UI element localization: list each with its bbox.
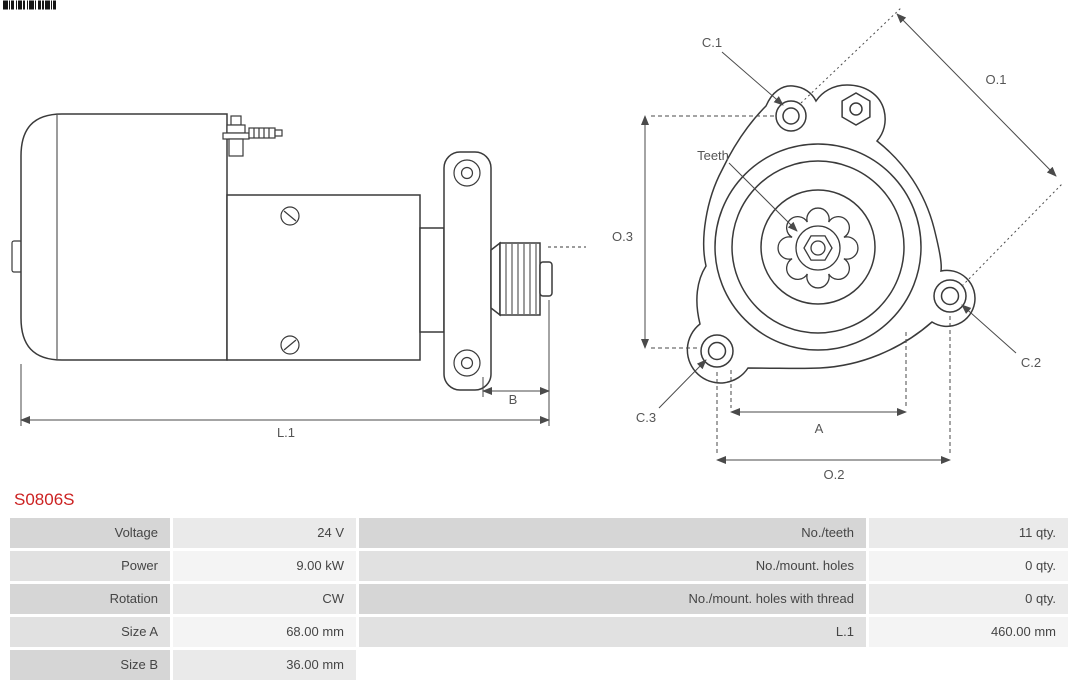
spec-value-thread-holes: 0 qty. [869,584,1068,614]
dim-label-o3: O.3 [612,229,633,244]
dim-label-c1: C.1 [702,35,722,50]
spec-cell-empty [359,650,866,680]
spec-label-size-b: Size B [10,650,170,680]
spec-label-teeth: No./teeth [359,518,866,548]
spec-label-voltage: Voltage [10,518,170,548]
terminal-studs [222,115,283,157]
dim-label-o1: O.1 [986,72,1007,87]
motor-body [20,113,228,361]
spec-label-mount-holes: No./mount. holes [359,551,866,581]
dim-label-a: A [815,421,824,436]
spec-label-l1: L.1 [359,617,866,647]
spec-value-l1: 460.00 mm [869,617,1068,647]
pinion-gear [490,241,553,317]
spec-cell-empty [869,650,1068,680]
starter-front-view [686,84,976,384]
dim-label-o2: O.2 [824,467,845,482]
dim-label-l1: L.1 [277,425,295,440]
part-number: S0806S [14,490,75,509]
side-view-dimensions [20,300,550,426]
spec-value-voltage: 24 V [173,518,356,548]
spec-label-thread-holes: No./mount. holes with thread [359,584,866,614]
shaft-nut [803,235,833,261]
spec-value-mount-holes: 0 qty. [869,551,1068,581]
dim-label-b: B [509,392,518,407]
drive-housing [226,194,421,361]
spec-value-power: 9.00 kW [173,551,356,581]
technical-diagram: B L.1 [3,0,1063,482]
spline-teeth [777,207,859,289]
spec-value-teeth: 11 qty. [869,518,1068,548]
spec-value-size-a: 68.00 mm [173,617,356,647]
front-view-dimensions [641,6,1063,464]
dim-label-teeth: Teeth [697,148,729,163]
spec-value-rotation: CW [173,584,356,614]
spec-label-rotation: Rotation [10,584,170,614]
starter-side-view [11,113,586,391]
spec-label-power: Power [10,551,170,581]
dim-label-c2: C.2 [1021,355,1041,370]
spec-label-size-a: Size A [10,617,170,647]
dim-label-c3: C.3 [636,410,656,425]
spec-table: Voltage 24 V No./teeth 11 qty. Power 9.0… [10,518,1068,680]
spec-value-size-b: 36.00 mm [173,650,356,680]
